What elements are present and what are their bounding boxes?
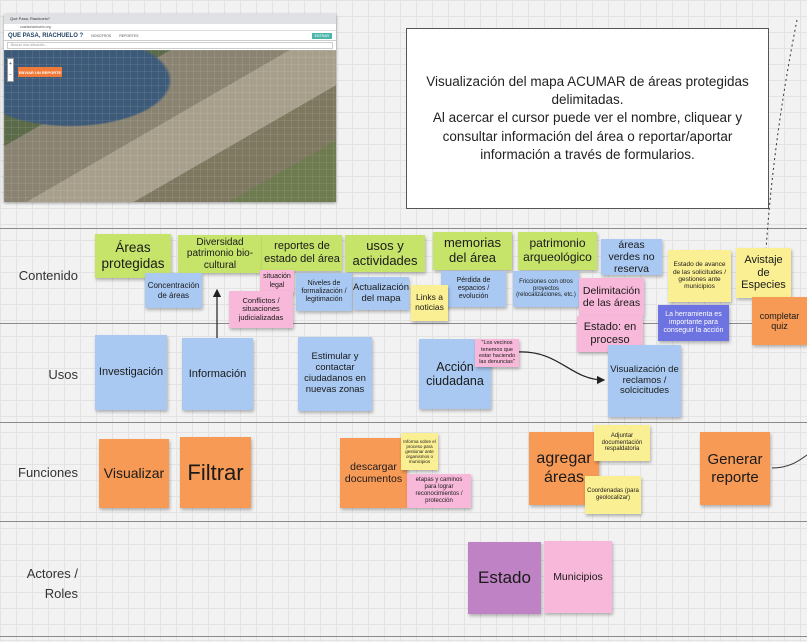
note-coordenadas: Coordenadas (para geolocalizar) (585, 476, 641, 514)
map-search-input[interactable]: Buscar una ubicación... (7, 42, 333, 49)
arrow-accion-to-visualizacion (516, 351, 606, 385)
row-divider (0, 636, 807, 637)
note-usos-actividades: usos y actividades (345, 235, 425, 272)
note-delimitacion: Delimitación de las áreas (579, 278, 644, 316)
note-patrimonio-arqueologico: patrimonio arqueológico (518, 232, 597, 270)
send-report-button[interactable]: ENVIAR UN REPORTE (18, 67, 62, 77)
note-areas-protegidas: Áreas protegidas (95, 234, 171, 278)
note-avistaje: Avistaje de Especies (736, 248, 791, 298)
row-label-actores: Actores / Roles (26, 566, 78, 601)
note-estado-actor: Estado (468, 542, 541, 614)
zoom-out-icon[interactable]: − (9, 72, 12, 78)
login-button[interactable]: ENTRAR (311, 32, 332, 39)
note-niveles: Niveles de formalización / legitimación (296, 273, 352, 311)
note-etapas-caminos: etapas y caminos para lograr reconocimie… (407, 474, 471, 508)
note-filtrar: Filtrar (180, 437, 251, 508)
note-areas-verdes: áreas verdes no reserva (601, 239, 662, 275)
note-memorias: memorias del área (433, 232, 512, 270)
description-text: Visualización del mapa ACUMAR de áreas p… (426, 73, 749, 162)
zoom-in-icon[interactable]: + (9, 61, 12, 67)
note-links-noticias: Links a noticias (411, 285, 448, 321)
row-divider (0, 422, 807, 423)
description-box: Visualización del mapa ACUMAR de áreas p… (406, 28, 769, 209)
nav-link-nosotros[interactable]: NOSOTROS (91, 33, 112, 38)
note-reportes-estado: reportes de estado del área (262, 235, 342, 271)
row-label-usos: Usos (48, 367, 78, 382)
note-concentracion: Concentración de áreas (145, 273, 202, 308)
note-descargar-documentos: descargar documentos (340, 438, 407, 508)
row-label-contenido: Contenido (18, 268, 78, 283)
zoom-control[interactable]: + − (7, 58, 14, 82)
note-estimular: Estimular y contactar ciudadanos en nuev… (298, 337, 372, 411)
note-municipios: Municipios (544, 541, 612, 613)
app-screenshot: Qué Pasa, Riachuelo? cuantoriachuelo.org… (4, 14, 336, 202)
note-herramienta: La herramienta es importante para conseg… (658, 305, 729, 341)
app-navbar: QUE PASA, RIACHUELO ? NOSOTROS REPORTES … (4, 31, 336, 41)
note-diversidad: Diversidad patrimonio bio-cultural (178, 235, 262, 273)
note-fricciones: Fricciones con otros proyectos (relocali… (513, 271, 579, 307)
note-investigacion: Investigación (95, 335, 167, 410)
note-perdida: Pérdida de espacios / evolución (441, 271, 506, 307)
row-divider (0, 228, 807, 229)
dotted-link-description (765, 19, 798, 251)
note-visualizacion-reclamos: Visualización de reclamos / solcicitudes (608, 345, 681, 417)
row-divider (0, 323, 807, 324)
note-visualizar: Visualizar (99, 439, 169, 508)
nav-link-reportes[interactable]: REPORTES (119, 33, 139, 38)
row-label-funciones: Funciones (18, 465, 78, 480)
note-adjuntar: Adjuntar documentación respaldatoria (594, 425, 650, 461)
note-informacion: Información (182, 338, 253, 410)
note-conflictos: Conflictos / situaciones judicializadas (229, 291, 293, 328)
note-generar-reporte: Generar reporte (700, 432, 770, 505)
note-situacion-legal: situación legal (260, 270, 294, 293)
note-informa-proceso: Informa sobre el proceso para gestionar … (401, 433, 438, 470)
curve-generar-reporte (771, 454, 807, 469)
browser-tab: Qué Pasa, Riachuelo? (4, 14, 336, 24)
row-divider (0, 521, 807, 522)
note-actualizacion: Actualización del mapa (353, 277, 409, 310)
app-title: QUE PASA, RIACHUELO ? (8, 32, 84, 39)
note-vecinos-quote: "Los vecinos tenemos que estar haciendo … (475, 339, 519, 367)
note-estado-avance: Estado de avance de las solicitudes / ge… (668, 250, 731, 302)
url-bar: cuantoriachuelo.org (4, 24, 336, 31)
note-completar-quiz: completar quiz (752, 297, 807, 345)
